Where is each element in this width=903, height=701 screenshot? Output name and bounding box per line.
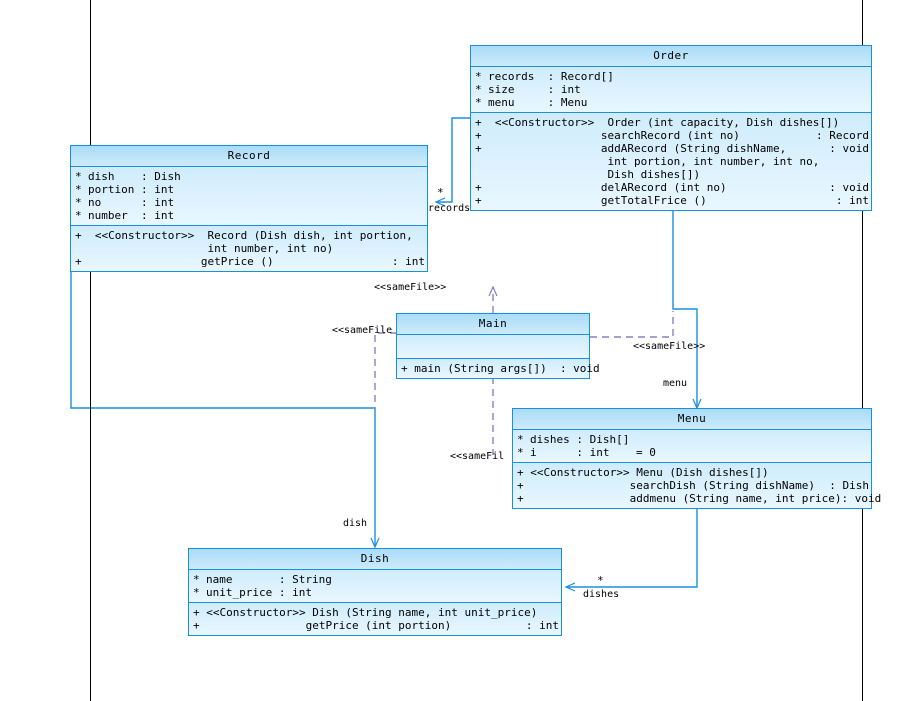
class-title-record: Record (71, 146, 427, 167)
operation-row: int number, int no) (75, 242, 334, 255)
attribute-row: *menu : Menu (475, 96, 588, 109)
stereotype-label-samefile-top: <<sameFile>> (374, 282, 447, 293)
attribute-row: *dishes : Dish[] (517, 433, 630, 446)
operation-row: + searchRecord (int no): Record (475, 129, 869, 142)
class-box-record[interactable]: Record *dish : Dish *portion : int *no :… (70, 145, 428, 272)
class-box-dish[interactable]: Dish *name : String *unit_price : int + … (188, 548, 562, 636)
class-operations-main: + main (String args[]) : void (397, 359, 600, 378)
stereotype-label-samefile-bottom: <<sameFil (450, 451, 505, 462)
role-label-menu: menu (663, 378, 688, 389)
operation-row: int portion, int number, int no, (475, 155, 820, 168)
class-box-order[interactable]: Order *records : Record[] *size : int *m… (470, 45, 872, 211)
operation-row: + <<Constructor>> Order (int capacity, D… (475, 116, 840, 129)
class-attributes-order: *records : Record[] *size : int *menu : … (471, 67, 871, 113)
class-attributes-dish: *name : String *unit_price : int (189, 570, 561, 603)
attribute-row: *records : Record[] (475, 70, 614, 83)
operation-row: + searchDish (String dishName): Dish (517, 479, 869, 492)
class-title-main: Main (397, 314, 589, 335)
edge-main-menu-samefile (590, 311, 674, 338)
role-label-records: records (428, 203, 471, 214)
class-operations-dish: + <<Constructor>> Dish (String name, int… (189, 603, 561, 635)
attribute-row: *name : String (193, 573, 332, 586)
class-operations-record: + <<Constructor>> Record (Dish dish, int… (71, 226, 427, 271)
class-operations-menu: + <<Constructor>> Menu (Dish dishes[]) +… (513, 463, 882, 508)
operation-row: + getPrice (): int (75, 255, 425, 268)
operation-row: + getTotalFrice (): int (475, 194, 869, 207)
class-title-order: Order (471, 46, 871, 67)
operation-row: + <<Constructor>> Menu (Dish dishes[]) (517, 466, 769, 479)
frame-line-right (862, 0, 863, 701)
attribute-row: *no : int (75, 196, 175, 209)
class-operations-order: + <<Constructor>> Order (int capacity, D… (471, 113, 871, 210)
edge-record-dish (70, 270, 380, 549)
class-box-menu[interactable]: Menu *dishes : Dish[] *i : int = 0 + <<C… (512, 408, 882, 509)
multiplicity-order-record: * (437, 186, 444, 199)
edge-order-record (434, 117, 470, 207)
attribute-row: *number : int (75, 209, 175, 222)
attribute-row: *i : int = 0 (517, 446, 656, 459)
class-attributes-menu: *dishes : Dish[] *i : int = 0 (513, 430, 871, 463)
role-label-dishes: dishes (583, 589, 620, 600)
operation-row: + addARecord (String dishName,: void (475, 142, 869, 155)
multiplicity-menu-dish: * (597, 574, 604, 587)
operation-row: + delARecord (int no): void (475, 181, 869, 194)
stereotype-label-samefile-right: <<sameFile>> (633, 341, 706, 352)
frame-line-left (90, 0, 91, 701)
class-title-dish: Dish (189, 549, 561, 570)
operation-row: + <<Constructor>> Dish (String name, int… (193, 606, 538, 619)
class-attributes-main (397, 335, 589, 359)
class-attributes-record: *dish : Dish *portion : int *no : int *n… (71, 167, 427, 226)
operation-row: + main (String args[]) : void (401, 362, 600, 375)
attribute-row: *dish : Dish (75, 170, 181, 183)
attribute-row: *size : int (475, 83, 581, 96)
edge-menu-dish (564, 505, 698, 592)
class-box-main[interactable]: Main + main (String args[]) : void (396, 313, 600, 379)
role-label-dish: dish (343, 518, 368, 529)
operation-row: + addmenu (String name, int price): void (517, 492, 882, 505)
operation-row: + <<Constructor>> Record (Dish dish, int… (75, 229, 413, 242)
operation-row: Dish dishes[]) (475, 168, 701, 181)
class-title-menu: Menu (513, 409, 871, 430)
attribute-row: *portion : int (75, 183, 175, 196)
edge-order-menu (672, 207, 702, 410)
attribute-row: *unit_price : int (193, 586, 312, 599)
operation-row: + getPrice (int portion): int (193, 619, 559, 632)
stereotype-label-samefile-left: <<sameFile (332, 325, 393, 336)
edge-main-dish-samefile (374, 332, 397, 410)
